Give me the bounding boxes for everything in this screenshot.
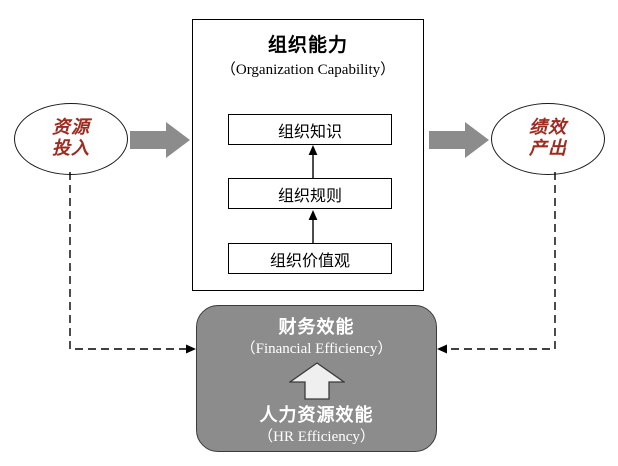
- financial-efficiency-label-en: （Financial Efficiency）: [240, 341, 393, 357]
- block-arrow-input-to-capability: [130, 122, 190, 158]
- dashed-path-input-to-efficiency: [69, 172, 190, 350]
- arrowhead-input-to-efficiency: [186, 344, 196, 354]
- performance-output-node: 绩效 产出: [491, 103, 605, 175]
- capability-box-values-label: 组织价值观: [269, 252, 350, 270]
- financial-efficiency-label-cn: 财务效能: [278, 317, 355, 338]
- arrow-up-values-to-rules: [308, 210, 318, 243]
- capability-box-rules: 组织规则: [228, 178, 392, 209]
- dashed-path-output-to-efficiency: [443, 172, 556, 350]
- performance-output-line1: 绩效: [529, 117, 567, 139]
- resource-input-node: 资源 投入: [14, 103, 128, 175]
- arrowhead-output-to-efficiency: [437, 344, 447, 354]
- capability-box-values: 组织价值观: [228, 243, 392, 274]
- performance-output-line2: 产出: [529, 138, 567, 159]
- resource-input-line2: 投入: [52, 138, 90, 159]
- capability-box-knowledge-label: 组织知识: [277, 123, 342, 141]
- capability-box-rules-label: 组织规则: [277, 187, 342, 205]
- frame-title-en: （Organization Capability）: [220, 62, 396, 78]
- capability-box-knowledge: 组织知识: [228, 114, 392, 145]
- arrow-up-rules-to-knowledge: [308, 145, 318, 178]
- frame-title-cn: 组织能力: [267, 34, 348, 56]
- block-arrow-capability-to-output: [429, 122, 489, 158]
- hr-efficiency-label-en: （HR Efficiency）: [258, 429, 375, 445]
- arrow-up-hr-to-financial: [289, 362, 345, 400]
- resource-input-line1: 资源: [52, 117, 90, 139]
- hr-efficiency-label-cn: 人力资源效能: [259, 405, 374, 426]
